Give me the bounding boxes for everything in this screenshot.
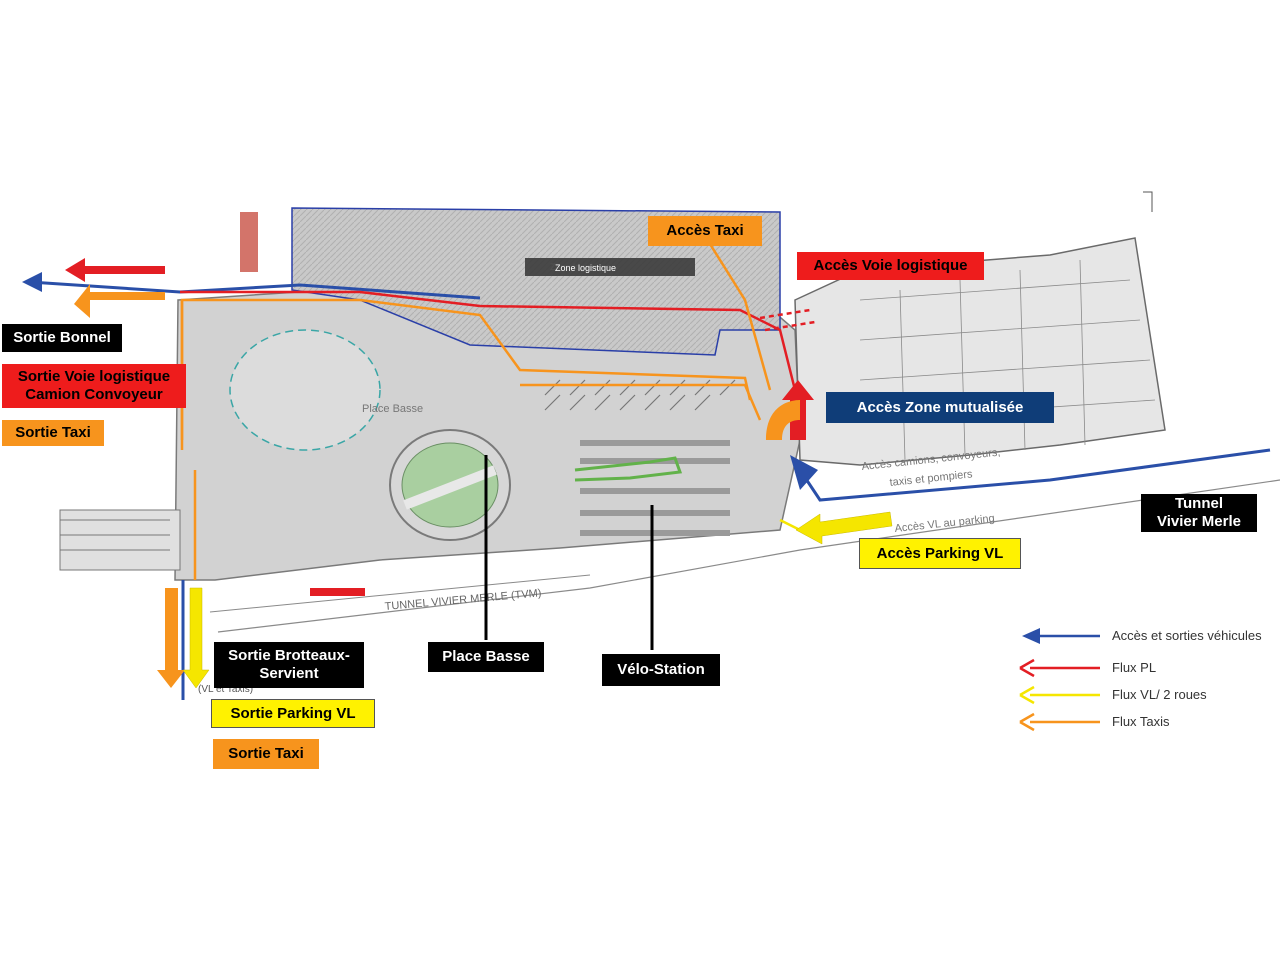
lawn-path bbox=[403, 465, 497, 510]
orange-exit-arrow bbox=[74, 284, 165, 318]
yellow-access-arrow bbox=[795, 511, 893, 545]
label-acces-voie-logistique: Accès Voie logistique bbox=[797, 252, 984, 280]
flux-taxi-route bbox=[180, 227, 772, 580]
zone-logistique-banner bbox=[525, 258, 695, 276]
tunnel-outline-2 bbox=[209, 574, 591, 613]
label-sortie-bonnel: Sortie Bonnel bbox=[2, 324, 122, 352]
acces-vl-parking-text: Accès VL au parking bbox=[894, 513, 995, 535]
vl-taxis-text: (VL et Taxis) bbox=[198, 684, 253, 695]
parking-stalls bbox=[544, 379, 736, 411]
right-building-rooms bbox=[859, 259, 1156, 461]
orange-down-arrow bbox=[157, 588, 185, 688]
label-sortie-parking-vl: Sortie Parking VL bbox=[211, 699, 375, 728]
red-exit-arrow bbox=[65, 258, 165, 282]
legend-acces-sorties: Accès et sorties véhicules bbox=[1112, 628, 1262, 643]
tunnel-vehicle bbox=[310, 588, 365, 596]
legend-flux-pl: Flux PL bbox=[1112, 660, 1157, 675]
corner-mark bbox=[1143, 191, 1153, 212]
legend-arrows bbox=[1019, 628, 1100, 732]
label-acces-parking-vl: Accès Parking VL bbox=[859, 538, 1021, 569]
legend-flux-taxis: Flux Taxis bbox=[1112, 714, 1170, 729]
label-place-basse: Place Basse bbox=[428, 642, 544, 672]
label-sortie-taxi-bottom: Sortie Taxi bbox=[213, 739, 319, 769]
zone-logistique-label: Zone logistique bbox=[555, 263, 616, 273]
left-stair-structure bbox=[240, 212, 258, 272]
label-sortie-voie-logistique: Sortie Voie logistique Camion Convoyeur bbox=[2, 364, 186, 408]
access-exit-flows bbox=[29, 280, 1271, 700]
orange-turn-arrow bbox=[766, 400, 800, 440]
acces-camions-line2: taxis et pompiers bbox=[889, 468, 973, 489]
yellow-down-arrow bbox=[182, 587, 210, 689]
label-acces-taxi: Accès Taxi bbox=[648, 216, 762, 246]
tunnel-outline bbox=[217, 479, 1280, 633]
left-bridge bbox=[59, 509, 181, 571]
blue-arrow-right bbox=[790, 455, 818, 490]
place-basse-plan-text: Place Basse bbox=[362, 403, 423, 415]
label-tunnel-vivier-merle: Tunnel Vivier Merle bbox=[1141, 494, 1257, 532]
bike-ramp bbox=[574, 456, 683, 482]
blue-arrow-left bbox=[22, 272, 42, 292]
label-sortie-brotteaux-servient: Sortie Brotteaux- Servient bbox=[214, 642, 364, 688]
label-sortie-taxi-left: Sortie Taxi bbox=[2, 420, 104, 446]
flux-pl-route bbox=[180, 290, 816, 391]
flux-vl-route bbox=[779, 518, 801, 532]
upper-plaza bbox=[229, 329, 381, 451]
left-bridge-lines bbox=[60, 519, 170, 551]
tunnel-plan-text: TUNNEL VIVIER MERLE (TVM) bbox=[384, 587, 542, 613]
legend-flux-vl: Flux VL/ 2 roues bbox=[1112, 687, 1207, 702]
pointer-lines bbox=[484, 455, 654, 650]
label-velo-station: Vélo-Station bbox=[602, 654, 720, 686]
label-acces-zone-mutualisee: Accès Zone mutualisée bbox=[826, 392, 1054, 423]
